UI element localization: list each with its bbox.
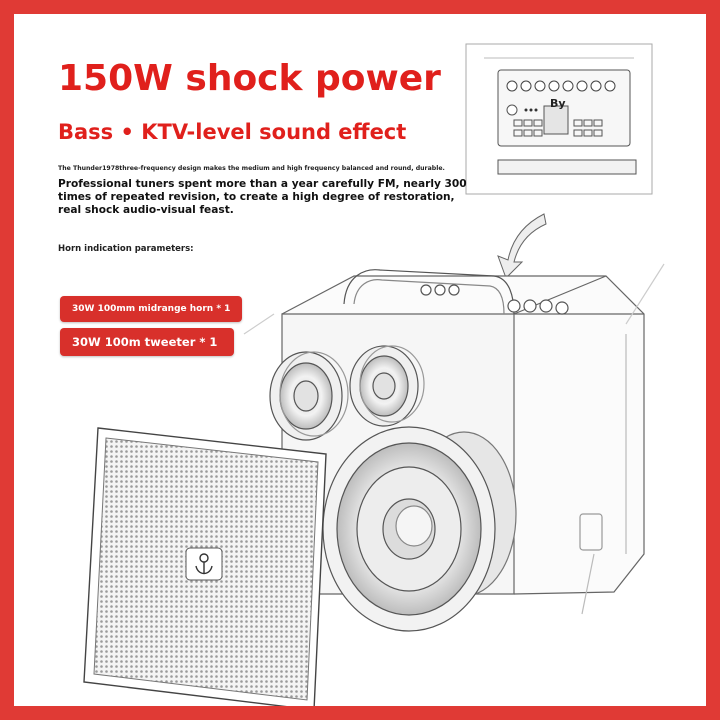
midrange-horn-right — [349, 345, 425, 427]
param-badge-midrange: 30W 100mm midrange horn * 1 — [60, 296, 242, 322]
grille-sketch — [83, 427, 327, 706]
parameters-heading: Horn indication parameters: — [58, 244, 194, 254]
woofer-sketch — [322, 426, 517, 632]
param-badge-tweeter: 30W 100m tweeter * 1 — [60, 328, 234, 356]
midrange-horn-left — [269, 351, 349, 441]
arrow-sketch — [497, 213, 547, 279]
design-note: The Thunder1978three-frequency design ma… — [58, 165, 445, 172]
description-paragraph: Professional tuners spent more than a ye… — [58, 178, 467, 216]
speaker-sketch-illustration: By — [83, 43, 665, 706]
control-panel-sketch — [465, 43, 653, 195]
subheadline: Bass • KTV-level sound effect — [58, 120, 407, 144]
headline: 150W shock power — [58, 58, 441, 99]
panel-label: By — [550, 97, 566, 110]
